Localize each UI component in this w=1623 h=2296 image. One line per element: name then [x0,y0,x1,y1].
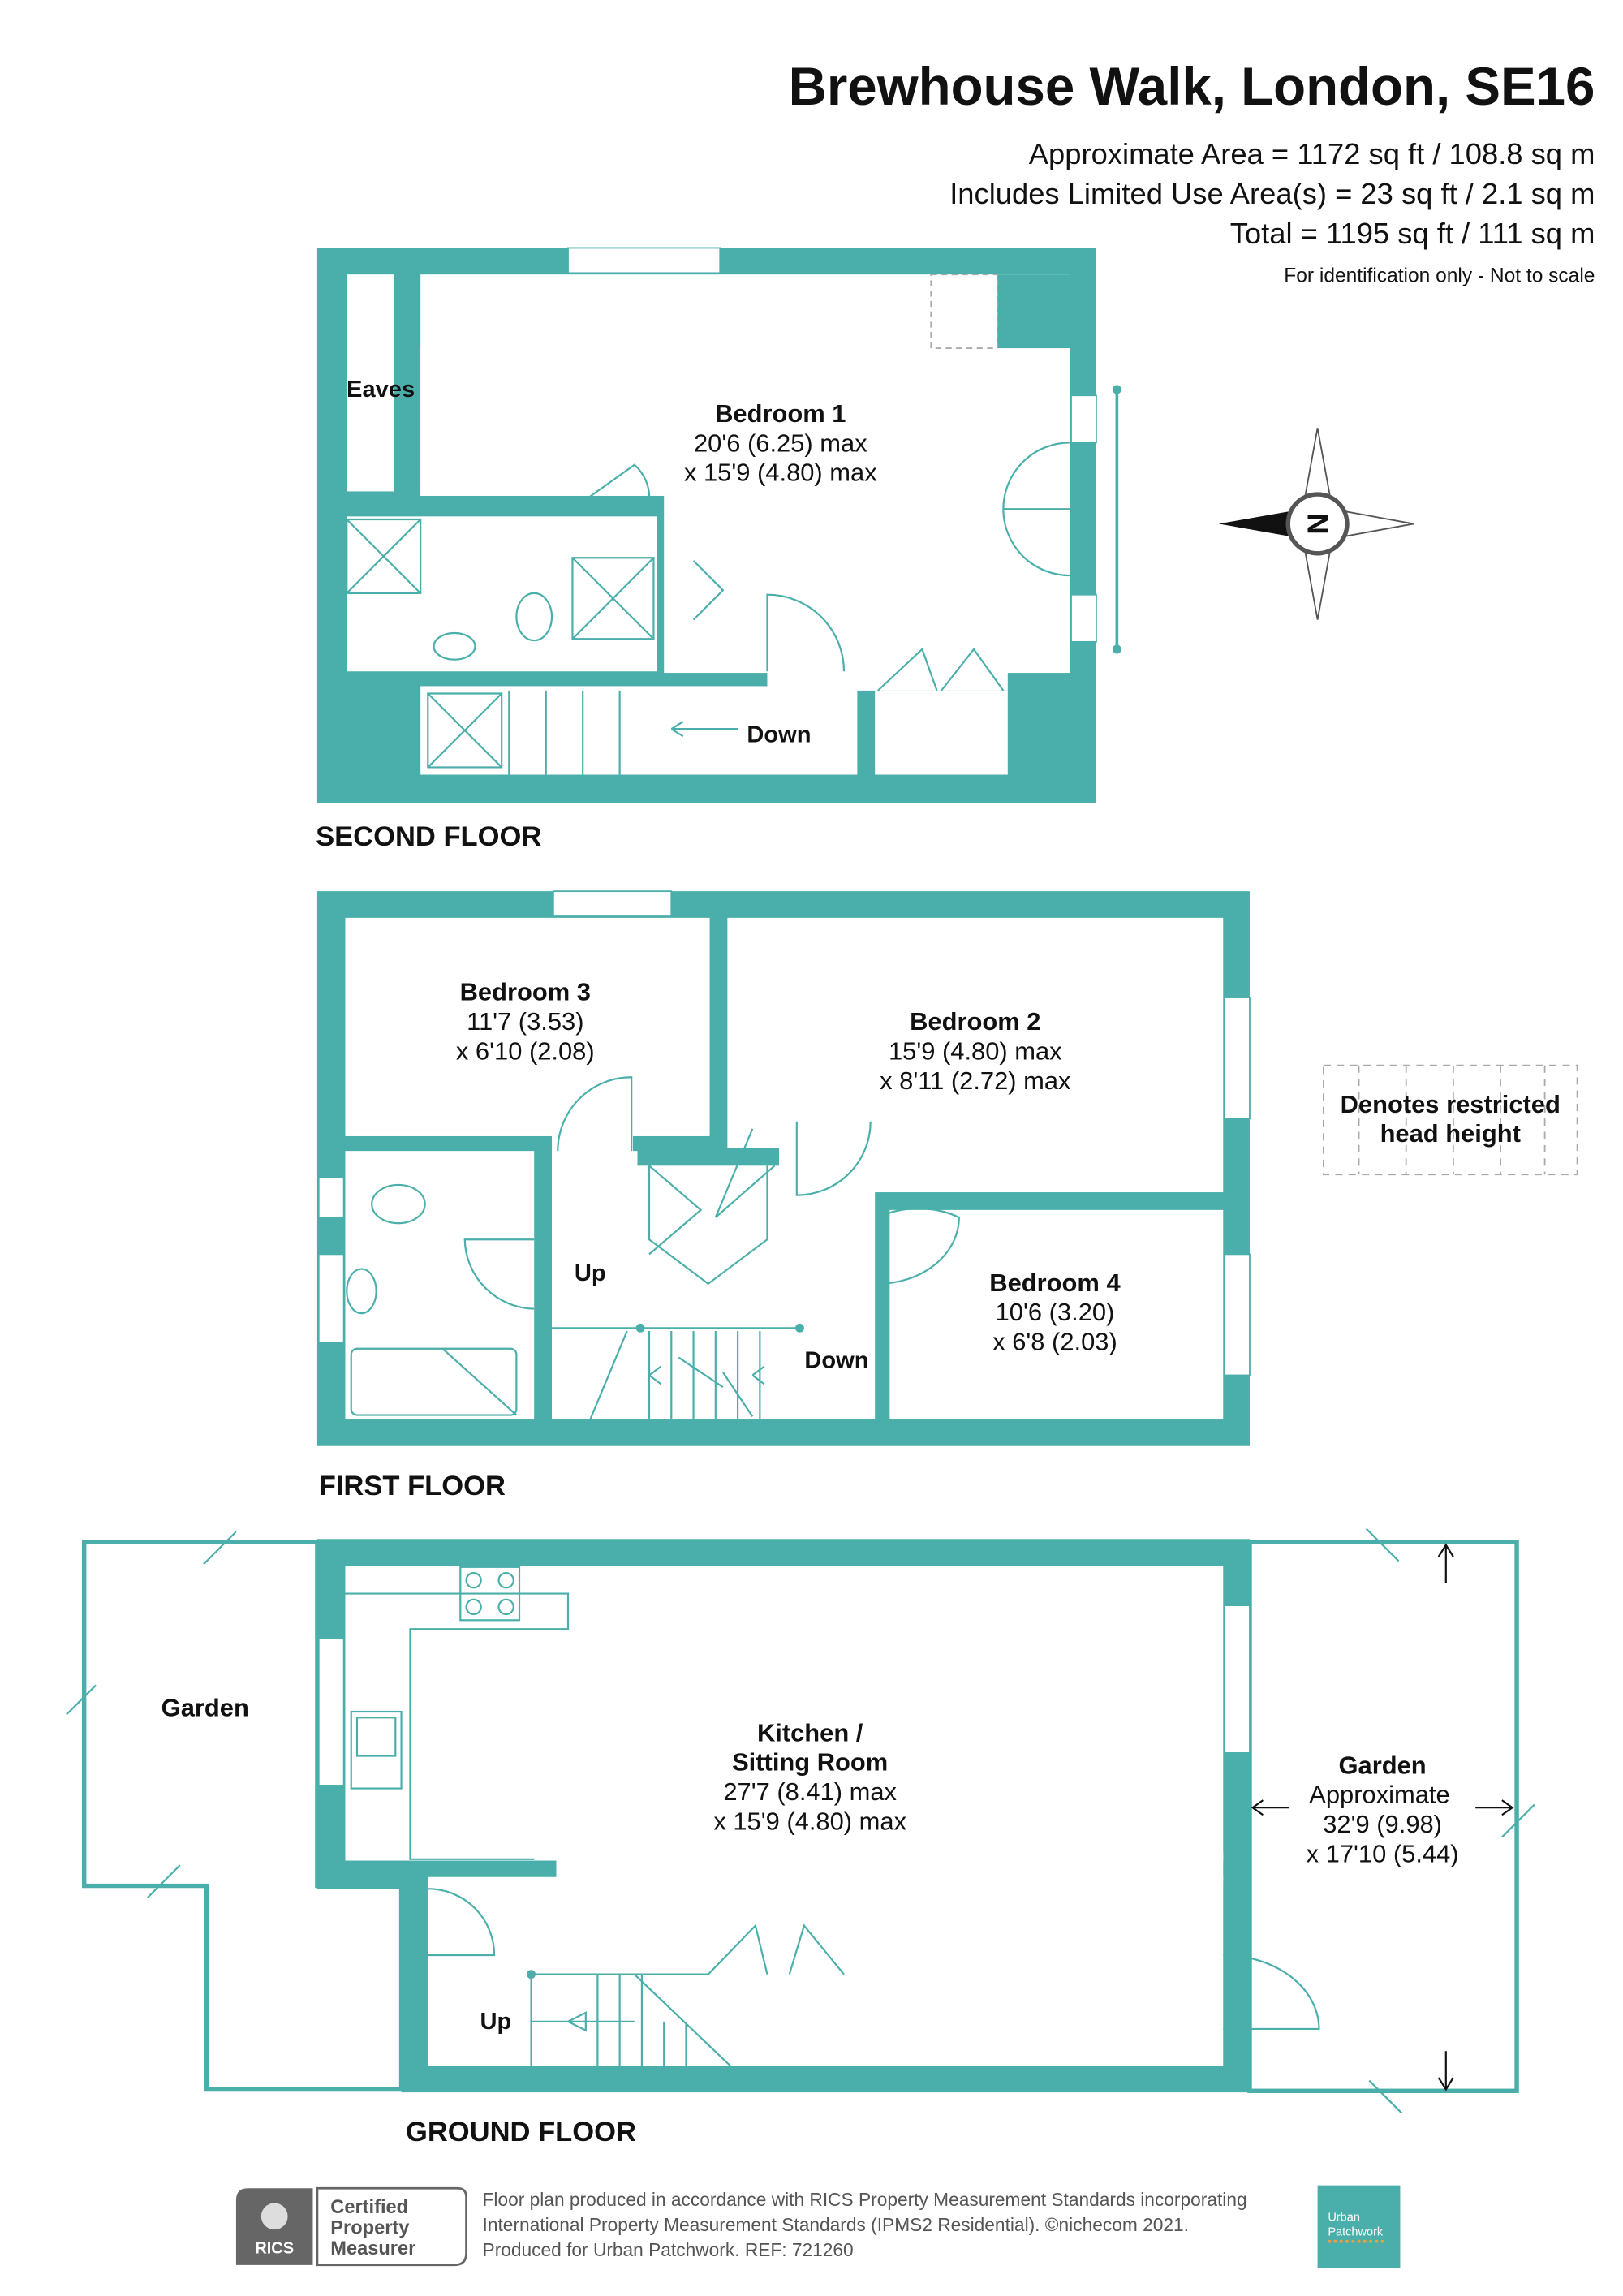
first-bathroom [345,1151,535,1420]
bedroom1-dim2: x 15'9 (4.80) max [684,459,877,487]
window [1070,394,1097,444]
window [1070,593,1097,643]
landing [552,1151,876,1420]
bedroom1-name: Bedroom 1 [715,399,846,428]
disclaimer: For identification only - Not to scale [1284,265,1595,286]
bedroom2-dim1: 15'9 (4.80) max [889,1036,1062,1065]
garden-left-label: Garden [161,1693,249,1721]
ground-floor-plan: Garden Kitchen / Sitting Room 27'7 (8.41… [66,1527,1535,2147]
bedroom3-name: Bedroom 3 [460,978,591,1006]
stairs-up-label: Up [480,2009,512,2035]
legend-line1: Denotes restricted [1341,1090,1561,1118]
cupboard [875,690,1008,775]
stairs-up-label: Up [575,1260,606,1286]
cert-line2: Property [330,2218,410,2239]
garden-right-dim1: 32'9 (9.98) [1323,1810,1442,1838]
kitchen-name1: Kitchen / [757,1718,863,1747]
eaves-label: Eaves [347,377,415,403]
approx-area: Approximate Area = 1172 sq ft / 108.8 sq… [1029,137,1595,170]
kitchen-dim1: 27'7 (8.41) max [723,1777,897,1806]
second-floor-label: SECOND FLOOR [316,821,541,852]
bedroom4-name: Bedroom 4 [989,1269,1121,1297]
stairs-down-label: Down [747,722,811,748]
stairs-down-label: Down [804,1347,868,1373]
legend-line2: head height [1380,1119,1521,1148]
eaves-area [347,274,394,492]
compass-north: N [1301,513,1334,534]
restricted-height-legend: Denotes restricted head height [1322,1064,1578,1176]
footer-line1: Floor plan produced in accordance with R… [483,2189,1247,2210]
bedroom4 [889,1209,1224,1420]
rics-badge: RICS Certified Property Measurer [235,2186,467,2267]
bedroom2-dim2: x 8'11 (2.72) max [880,1066,1071,1095]
window [567,247,721,274]
footer-line2: International Property Measurement Stand… [483,2214,1189,2235]
garden-right-dim2: x 17'10 (5.44) [1307,1839,1459,1867]
garden-right-name: Garden [1339,1751,1427,1779]
bedroom2-name: Bedroom 2 [910,1007,1040,1036]
cert-line3: Measurer [330,2238,415,2259]
garden-right-sub: Approximate [1309,1781,1449,1809]
kitchen-name2: Sitting Room [732,1748,888,1777]
bedroom1-dim1: 20'6 (6.25) max [694,429,867,457]
bedroom4-dim2: x 6'8 (2.03) [992,1328,1117,1356]
first-floor-label: FIRST FLOOR [319,1471,506,1501]
page-title: Brewhouse Walk, London, SE16 [789,57,1595,116]
bedroom4-dim1: 10'6 (3.20) [996,1298,1115,1326]
rics-text: RICS [255,2239,294,2257]
header: Brewhouse Walk, London, SE16 Approximate… [789,57,1595,286]
rics-lion-icon [260,2203,288,2230]
footer: RICS Certified Property Measurer Floor p… [235,2185,1401,2268]
bedroom3-dim2: x 6'10 (2.08) [456,1036,595,1065]
logo-line1: Urban [1328,2211,1360,2224]
bedroom3-dim1: 11'7 (3.53) [467,1007,583,1036]
total-area: Total = 1195 sq ft / 111 sq m [1230,217,1595,250]
compass-icon: N [1218,428,1414,620]
kitchen-dim2: x 15'9 (4.80) max [713,1807,906,1835]
limited-area: Includes Limited Use Area(s) = 23 sq ft … [949,177,1595,210]
urban-patchwork-logo: Urban Patchwork [1317,2185,1401,2268]
first-floor-plan: Bedroom 3 11'7 (3.53) x 6'10 (2.08) Bedr… [316,890,1251,1501]
bedroom3 [345,917,710,1136]
footer-line3: Produced for Urban Patchwork. REF: 72126… [483,2239,854,2260]
second-floor-plan: Eaves Bedroom 1 20'6 (6.25) max x 15'9 (… [316,247,1121,852]
kitchen-sitting-room [345,1566,1224,1861]
logo-line2: Patchwork [1328,2225,1384,2238]
cert-line1: Certified [330,2197,408,2218]
ground-floor-label: GROUND FLOOR [406,2117,636,2147]
